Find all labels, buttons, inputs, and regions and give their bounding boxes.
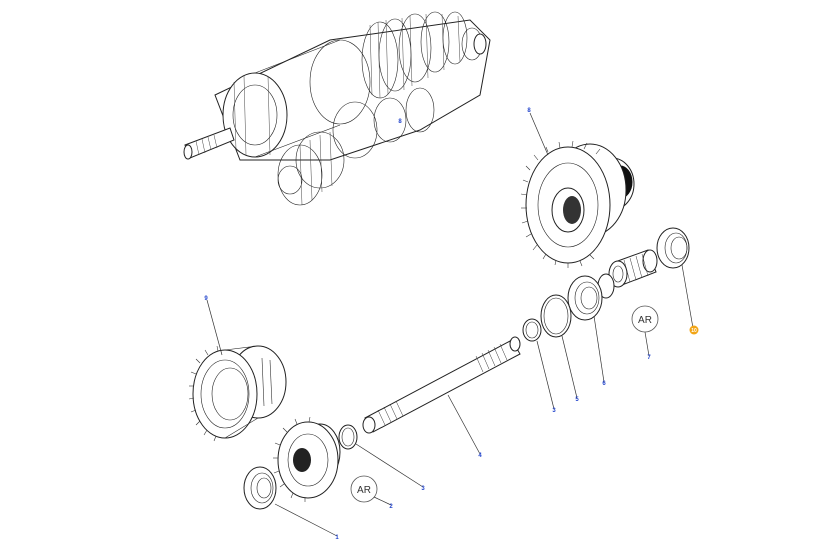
part-10-bearing[interactable] <box>656 227 690 269</box>
part-1-bearing[interactable] <box>243 466 277 510</box>
part-8-large-gear[interactable] <box>520 140 635 268</box>
part-4-main-shaft[interactable] <box>362 336 521 434</box>
callout-5[interactable]: 5 <box>575 397 579 403</box>
callout-assembly-label: 8 <box>398 119 402 125</box>
part-5-snap-ring[interactable] <box>540 294 572 338</box>
callout-10-marker <box>689 325 699 335</box>
callout-1[interactable]: 1 <box>335 535 339 541</box>
leader-lines <box>206 112 694 537</box>
part-3-ring-lower[interactable] <box>338 424 358 450</box>
ar-badge-lower-label: AR <box>357 485 371 496</box>
callout-2[interactable]: 2 <box>389 504 393 510</box>
part-7-splined-sleeve[interactable] <box>597 249 658 299</box>
callout-8-label: 8 <box>527 108 531 114</box>
part-6-bearing[interactable] <box>567 275 603 321</box>
callout-9[interactable]: 9 <box>204 296 208 302</box>
callout-5-label: 5 <box>575 397 579 403</box>
part-3-ring-upper[interactable] <box>522 318 542 342</box>
callout-10-highlighted[interactable]: 10 <box>689 325 699 335</box>
callout-assembly[interactable]: 8 <box>398 119 402 125</box>
ar-badge-upper-label: AR <box>638 315 652 326</box>
gearbox-assembly-illustration <box>183 11 491 206</box>
callout-6-label: 6 <box>602 381 606 387</box>
callout-8[interactable]: 8 <box>527 108 531 114</box>
callout-3-upper[interactable]: 3 <box>552 408 556 414</box>
callout-7[interactable]: 7 <box>647 355 651 361</box>
callout-2-label: 2 <box>389 504 393 510</box>
ar-badge-lower[interactable]: AR <box>350 475 378 503</box>
callout-9-label: 9 <box>204 296 208 302</box>
callout-3-lower-label: 3 <box>421 486 425 492</box>
part-2-gear[interactable] <box>273 416 341 502</box>
callout-4-label: 4 <box>478 453 482 459</box>
callout-4[interactable]: 4 <box>478 453 482 459</box>
part-9-clutch-gear[interactable] <box>188 345 287 442</box>
callout-1-label: 1 <box>335 535 339 541</box>
callout-3-lower[interactable]: 3 <box>421 486 425 492</box>
ar-badge-upper[interactable]: AR <box>631 305 659 333</box>
callout-7-label: 7 <box>647 355 651 361</box>
callout-6[interactable]: 6 <box>602 381 606 387</box>
callout-3-upper-label: 3 <box>552 408 556 414</box>
callout-10-label: 10 <box>691 328 697 334</box>
